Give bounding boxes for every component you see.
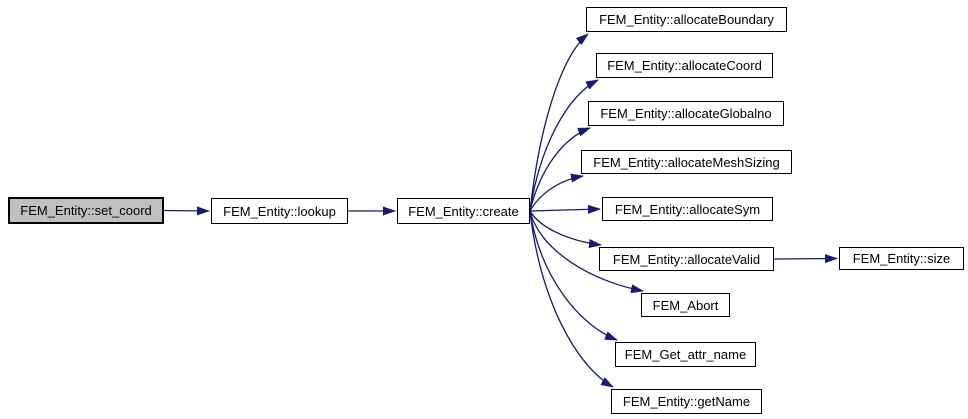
graph-node-label: FEM_Get_attr_name bbox=[624, 347, 747, 362]
graph-node-label: FEM_Entity::allocateMeshSizing bbox=[593, 154, 780, 170]
graph-node-allocateBoundary[interactable]: FEM_Entity::allocateBoundary bbox=[586, 7, 787, 32]
graph-node-allocateSym[interactable]: FEM_Entity::allocateSym bbox=[602, 197, 773, 221]
graph-node-create[interactable]: FEM_Entity::create bbox=[397, 198, 530, 224]
graph-node-label: FEM_Entity::allocateGlobalno bbox=[600, 106, 772, 121]
edge-create-to-getName bbox=[529, 210, 614, 388]
graph-node-FEM_Get_attr_name[interactable]: FEM_Get_attr_name bbox=[615, 342, 756, 367]
graph-node-label: FEM_Entity::getName bbox=[622, 394, 751, 409]
edge-create-to-allocateGlobalno bbox=[529, 127, 591, 212]
edge-group bbox=[163, 33, 838, 388]
edge-create-to-FEM_Abort bbox=[529, 210, 644, 294]
graph-node-label: FEM_Entity::allocateValid bbox=[612, 251, 761, 267]
graph-node-label: FEM_Entity::allocateCoord bbox=[607, 58, 762, 73]
graph-node-allocateCoord[interactable]: FEM_Entity::allocateCoord bbox=[596, 53, 773, 78]
graph-node-allocateGlobalno[interactable]: FEM_Entity::allocateGlobalno bbox=[588, 101, 784, 126]
graph-node-FEM_Abort[interactable]: FEM_Abort bbox=[641, 293, 730, 317]
graph-node-lookup[interactable]: FEM_Entity::lookup bbox=[211, 198, 348, 224]
edge-create-to-allocateMeshSizing bbox=[529, 173, 584, 212]
edge-create-to-allocateSym bbox=[529, 204, 601, 214]
edge-set_coord-to-lookup bbox=[163, 206, 210, 216]
graph-node-label: FEM_Entity::allocateBoundary bbox=[599, 12, 774, 27]
edge-create-to-allocateValid bbox=[529, 210, 602, 248]
edge-create-to-FEM_Get_attr_name bbox=[529, 210, 618, 341]
graph-node-label: FEM_Entity::size bbox=[852, 251, 951, 266]
graph-node-label: FEM_Entity::allocateSym bbox=[614, 201, 761, 217]
edge-create-to-allocateCoord bbox=[529, 79, 599, 212]
graph-node-size[interactable]: FEM_Entity::size bbox=[839, 247, 964, 270]
graph-node-label: FEM_Abort bbox=[652, 297, 719, 313]
graph-node-getName[interactable]: FEM_Entity::getName bbox=[611, 389, 762, 414]
graph-node-allocateMeshSizing[interactable]: FEM_Entity::allocateMeshSizing bbox=[581, 150, 792, 174]
graph-node-label: FEM_Entity::create bbox=[408, 203, 519, 219]
graph-node-set_coord: FEM_Entity::set_coord bbox=[8, 197, 164, 224]
graph-node-allocateValid[interactable]: FEM_Entity::allocateValid bbox=[599, 247, 774, 271]
edge-create-to-allocateBoundary bbox=[529, 33, 589, 212]
graph-node-label: FEM_Entity::set_coord bbox=[20, 203, 152, 218]
edge-allocateValid-to-size bbox=[773, 254, 838, 264]
graph-node-label: FEM_Entity::lookup bbox=[223, 203, 336, 219]
